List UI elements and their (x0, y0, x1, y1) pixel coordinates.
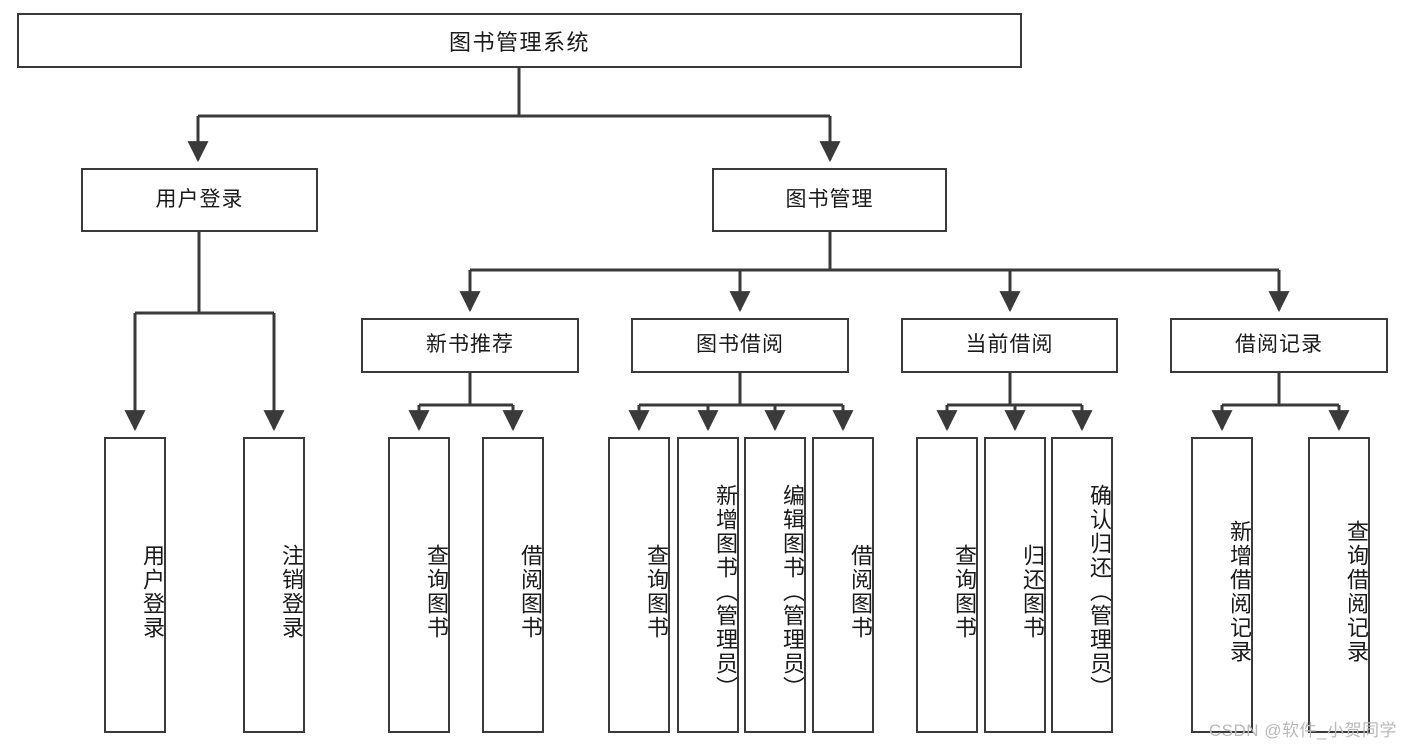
node-label: 确认归还（管理员） (1087, 484, 1112, 700)
node-label: 当前借阅 (965, 333, 1054, 357)
node-label: 注销登录 (279, 544, 304, 640)
node-label: 新增借阅记录 (1227, 520, 1252, 664)
csdn-watermark: CSDN @软件_小贺同学 (1208, 721, 1397, 740)
node-user-login[interactable]: 用户登录 (81, 168, 318, 232)
node-label: 用户登录 (140, 544, 165, 640)
node-label: 查询图书 (424, 544, 449, 640)
leaf-borrow-add-book[interactable]: 新增图书（管理员） (677, 437, 739, 733)
node-label: 图书借阅 (696, 333, 784, 357)
node-label: 查询借阅记录 (1344, 520, 1369, 664)
node-current-borrow[interactable]: 当前借阅 (901, 318, 1118, 373)
node-label: 图书管理系统 (448, 29, 590, 55)
node-label: 用户登录 (155, 187, 244, 211)
node-label: 编辑图书（管理员） (780, 484, 805, 700)
node-label: 新书推荐 (426, 333, 514, 357)
leaf-recommend-query-book[interactable]: 查询图书 (388, 437, 450, 733)
node-label: 查询图书 (952, 544, 977, 640)
leaf-current-return-book[interactable]: 归还图书 (984, 437, 1046, 733)
node-label: 借阅记录 (1235, 333, 1323, 357)
leaf-current-query-book[interactable]: 查询图书 (916, 437, 978, 733)
leaf-record-add[interactable]: 新增借阅记录 (1191, 437, 1253, 733)
node-book-management[interactable]: 图书管理 (712, 168, 947, 232)
node-label: 查询图书 (644, 544, 669, 640)
leaf-current-confirm-return[interactable]: 确认归还（管理员） (1051, 437, 1113, 733)
leaf-borrow-borrow-book[interactable]: 借阅图书 (812, 437, 874, 733)
node-label: 新增图书（管理员） (713, 484, 738, 700)
node-new-book-recommend[interactable]: 新书推荐 (361, 318, 579, 373)
node-borrow-record[interactable]: 借阅记录 (1170, 318, 1388, 373)
node-label: 借阅图书 (848, 544, 873, 640)
leaf-borrow-query-book[interactable]: 查询图书 (608, 437, 670, 733)
leaf-borrow-edit-book[interactable]: 编辑图书（管理员） (744, 437, 806, 733)
node-label: 图书管理 (785, 187, 874, 211)
leaf-user-login[interactable]: 用户登录 (104, 437, 166, 733)
node-label: 借阅图书 (518, 544, 543, 640)
leaf-recommend-borrow-book[interactable]: 借阅图书 (482, 437, 544, 733)
node-label: 归还图书 (1020, 544, 1045, 640)
leaf-record-query[interactable]: 查询借阅记录 (1308, 437, 1370, 733)
node-root-system[interactable]: 图书管理系统 (17, 13, 1022, 68)
node-book-borrow[interactable]: 图书借阅 (631, 318, 849, 373)
leaf-user-logout[interactable]: 注销登录 (243, 437, 305, 733)
